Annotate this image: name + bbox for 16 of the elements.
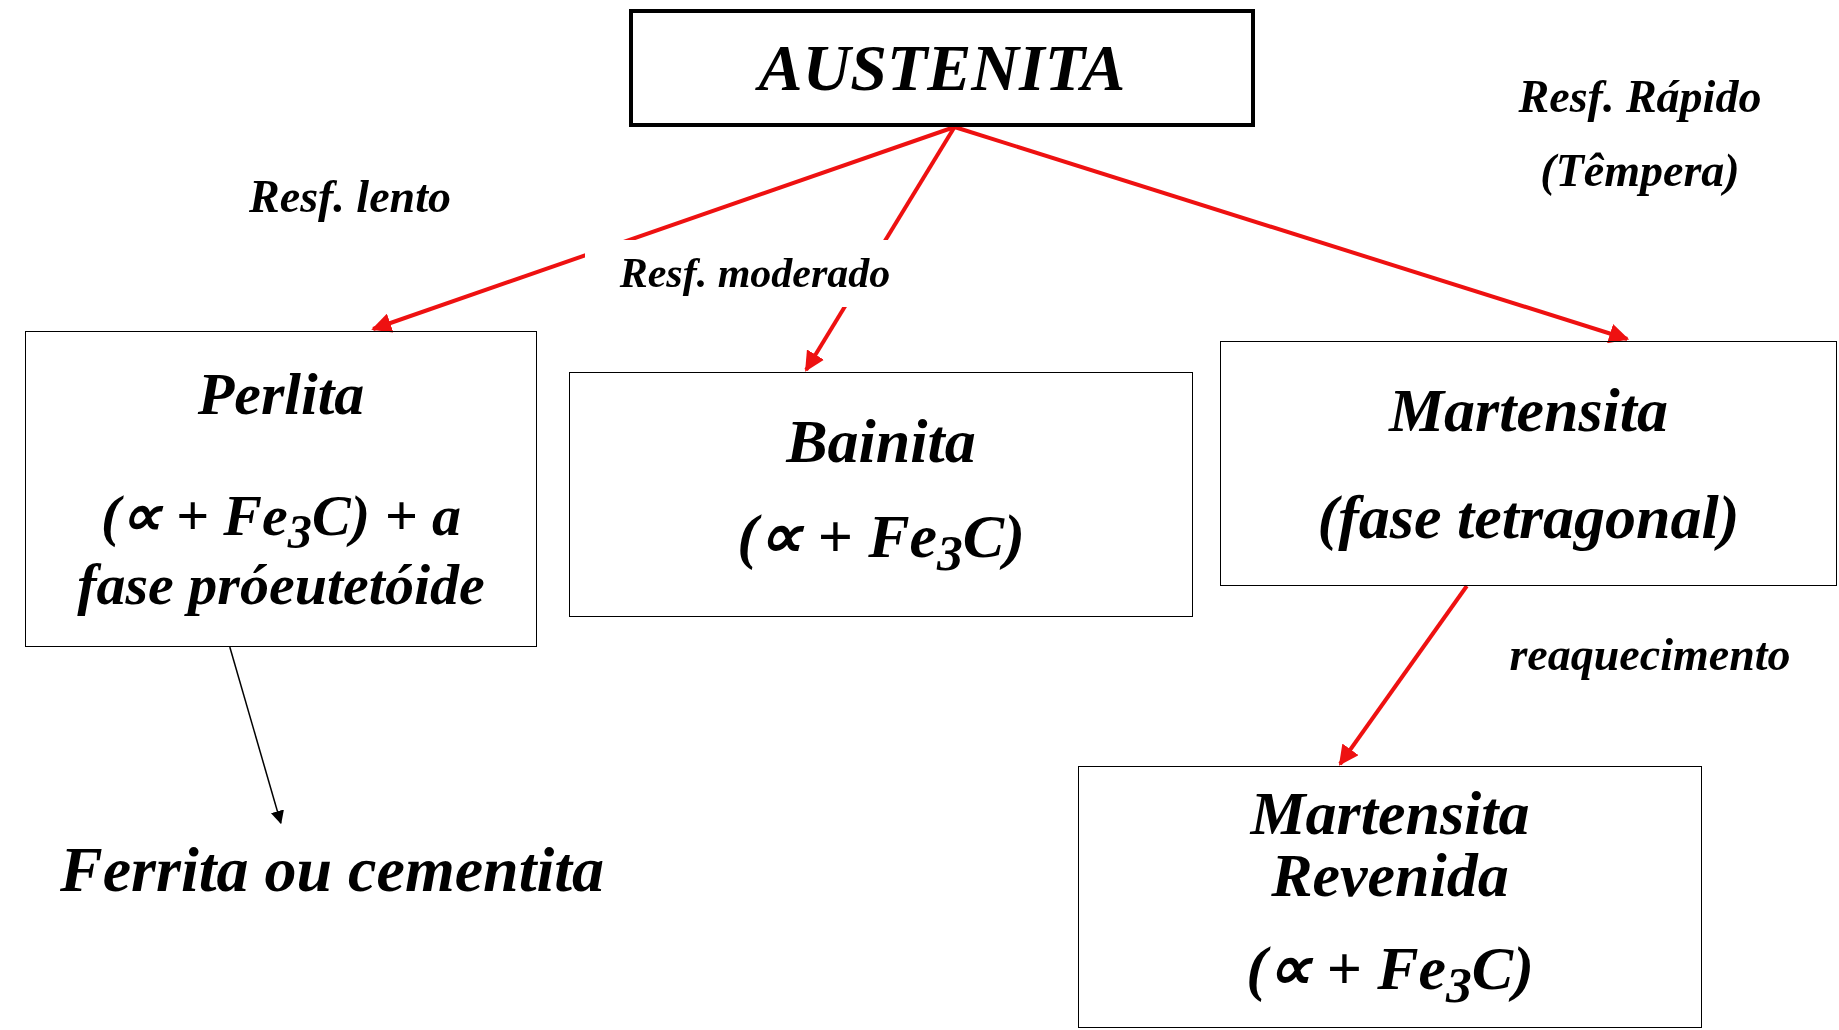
phase-box [25,331,537,647]
phase-description: (∝ + Fe$_{3}$C) [1246,937,1534,1012]
phase-box [569,372,1193,617]
phase-name: Ferrita ou cementita [60,838,604,902]
arrow [953,125,1630,344]
arrow [229,646,284,825]
phase-box [1078,766,1702,1028]
phase-name: Perlita [197,363,365,424]
phase-box [629,9,1255,127]
phase-description: (∝ + Fe$_{3}$C) [737,505,1025,580]
phase-description: (∝ + Fe$_{3}$C) + a fase próeutetóide [76,487,486,615]
phase-name: Martensita [1388,379,1669,442]
phase-name: Bainita [786,409,976,472]
arrow [1338,584,1469,766]
phase-name: Martensita Revenida [1248,782,1531,907]
phase-box [1220,341,1837,586]
